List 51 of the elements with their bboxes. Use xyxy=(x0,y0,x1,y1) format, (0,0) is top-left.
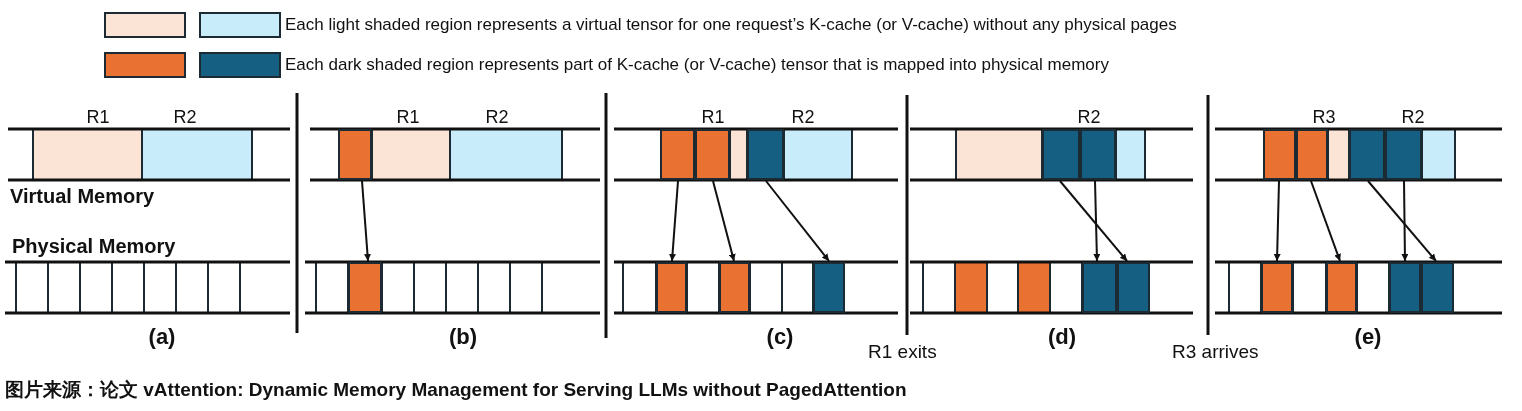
legend-text: Each dark shaded region represents part of K-cache (or V-cache) tensor that is mapped into physical memory xyxy=(285,55,1109,75)
request-label: R1 xyxy=(396,106,420,128)
mapped-page-block xyxy=(1296,129,1328,180)
mapped-page-block xyxy=(1326,262,1357,313)
arrow xyxy=(669,180,679,262)
arrow xyxy=(1273,180,1281,262)
memory-label: Physical Memory xyxy=(12,234,176,258)
event-label: R1 exits xyxy=(868,341,937,363)
legend-text: Each light shaded region represents a virtual tensor for one request’s K-cache (or V-cache) without any physical pages xyxy=(285,15,1177,35)
mapped-page-block xyxy=(719,262,750,313)
memory-label: Virtual Memory xyxy=(10,184,155,208)
arrow xyxy=(765,180,830,262)
mapped-page-block xyxy=(1261,262,1293,313)
arrow xyxy=(1310,180,1341,262)
arrow xyxy=(1401,180,1409,262)
arrow xyxy=(1093,180,1101,262)
mapped-page-block xyxy=(747,129,784,180)
request-label: R2 xyxy=(1077,106,1101,128)
panel-label: (b) xyxy=(448,324,478,350)
arrow xyxy=(1059,180,1128,262)
panel-label: (c) xyxy=(766,324,794,350)
figure-caption: 图片来源：论文 vAttention: Dynamic Memory Management for Serving LLMs without PagedAttention xyxy=(5,379,907,401)
request-label: R2 xyxy=(791,106,815,128)
mapped-page-block xyxy=(1042,129,1080,180)
mapped-page-block xyxy=(1117,262,1150,313)
request-label: R2 xyxy=(485,106,509,128)
request-label: R3 xyxy=(1312,106,1336,128)
mapped-page-block xyxy=(1421,262,1454,313)
mapped-page-block xyxy=(1385,129,1422,180)
arrow xyxy=(361,180,371,262)
mapped-page-block xyxy=(1082,262,1117,313)
mapped-page-block xyxy=(1389,262,1421,313)
request-label: R2 xyxy=(1401,106,1425,128)
mapped-page-block xyxy=(656,262,687,313)
arrow xyxy=(1367,180,1437,262)
mapped-page-block xyxy=(338,129,372,180)
mapped-page-block xyxy=(1080,129,1116,180)
event-label: R3 arrives xyxy=(1172,341,1259,363)
mapped-page-block xyxy=(1349,129,1385,180)
panel-label: (e) xyxy=(1354,324,1382,350)
mapped-page-block xyxy=(348,262,382,313)
arrow xyxy=(712,180,736,262)
panel-label: (a) xyxy=(148,324,176,350)
mapped-page-block xyxy=(813,262,845,313)
request-label: R1 xyxy=(86,106,110,128)
mapped-page-block xyxy=(660,129,695,180)
request-label: R1 xyxy=(701,106,725,128)
mapped-page-block xyxy=(1263,129,1296,180)
request-label: R2 xyxy=(173,106,197,128)
mapped-page-block xyxy=(695,129,730,180)
panel-label: (d) xyxy=(1047,324,1077,350)
